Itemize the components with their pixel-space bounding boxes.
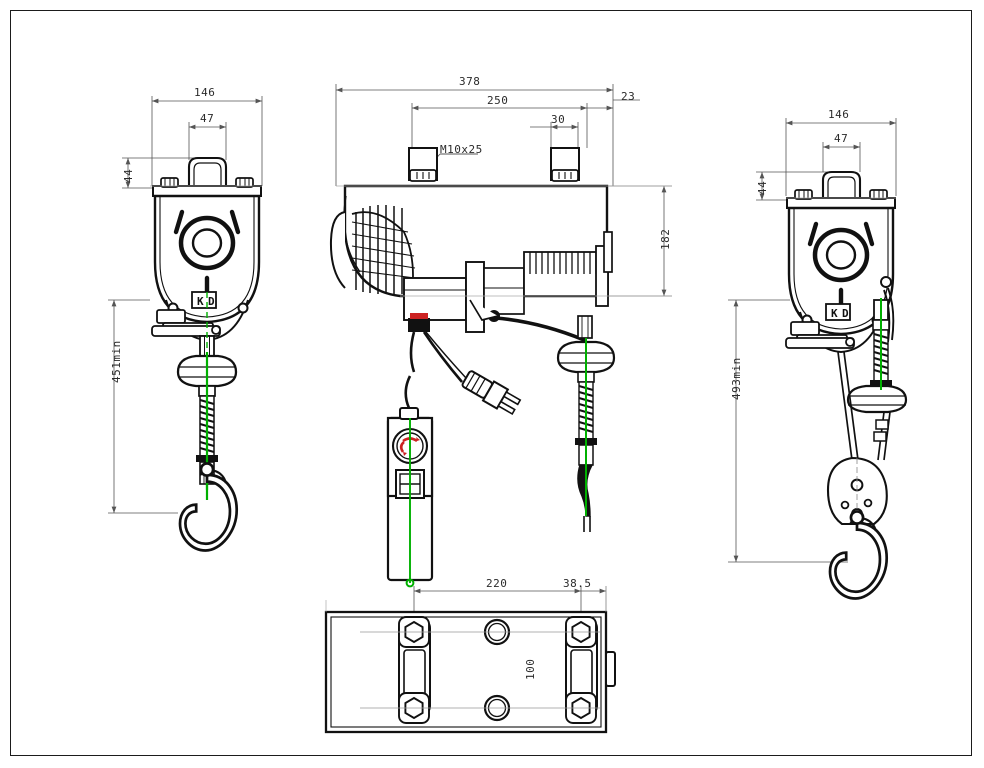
dim-plan-38-5: 38.5 bbox=[563, 577, 592, 590]
dim-center-378: 378 bbox=[459, 75, 481, 88]
dim-plan-220: 220 bbox=[486, 577, 508, 590]
callout-m10x25: M10x25 bbox=[440, 143, 483, 156]
dim-center-250: 250 bbox=[487, 94, 509, 107]
dim-center-30: 30 bbox=[551, 113, 566, 126]
view-center-side bbox=[329, 84, 672, 588]
dim-left-146: 146 bbox=[194, 86, 216, 99]
view-right-front: K D bbox=[728, 118, 908, 600]
dim-center-182: 182 bbox=[659, 228, 672, 250]
dim-left-47: 47 bbox=[200, 112, 215, 125]
svg-text:D: D bbox=[208, 295, 215, 308]
dim-left-44: 44 bbox=[122, 168, 135, 183]
svg-text:K: K bbox=[197, 295, 204, 308]
construction-lines bbox=[150, 185, 896, 612]
dim-plan-100: 100 bbox=[524, 658, 537, 680]
dim-right-47: 47 bbox=[834, 132, 849, 145]
dim-center-23: 23 bbox=[621, 90, 636, 103]
svg-text:D: D bbox=[842, 307, 849, 320]
view-bottom-plan bbox=[324, 586, 616, 734]
dim-right-493min: 493min bbox=[730, 357, 743, 400]
view-left-front: K D bbox=[108, 96, 263, 552]
dim-right-146: 146 bbox=[828, 108, 850, 121]
dim-right-44: 44 bbox=[756, 180, 769, 195]
dim-left-451min: 451min bbox=[110, 340, 123, 383]
svg-text:K: K bbox=[831, 307, 838, 320]
